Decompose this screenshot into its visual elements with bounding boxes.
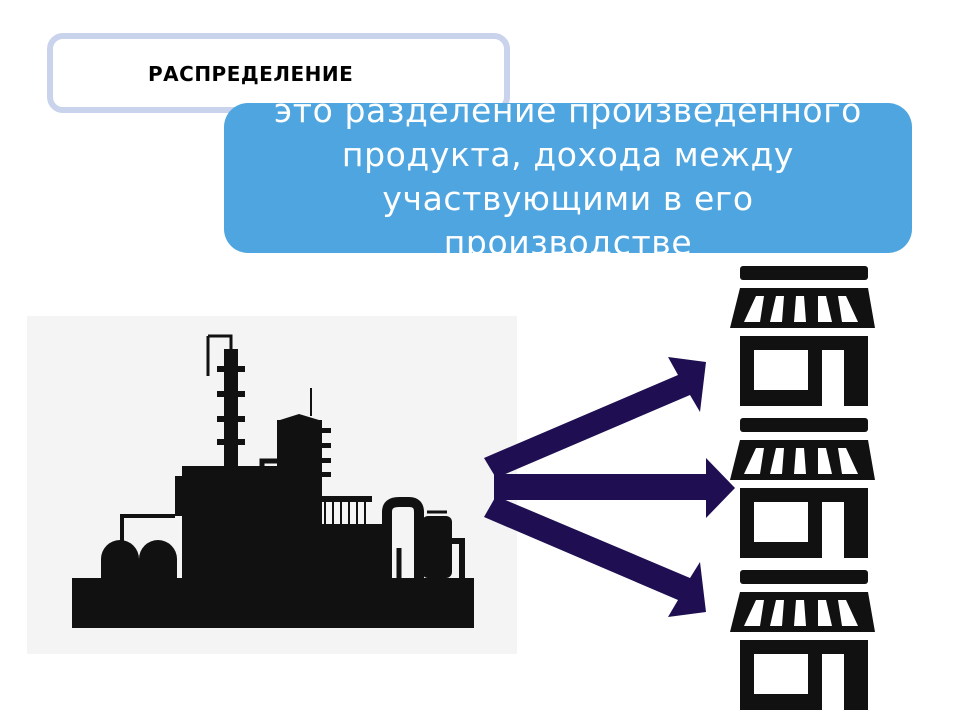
definition-line-2: продукта, дохода между xyxy=(341,135,795,174)
shop-icon xyxy=(730,570,875,710)
factory-icon xyxy=(72,334,474,628)
shop-icon xyxy=(730,266,875,406)
definition-line-4: производстве xyxy=(443,223,693,253)
arrow-up-right-icon xyxy=(484,357,706,478)
shop-icon xyxy=(730,418,875,558)
arrow-down-right-icon xyxy=(484,496,706,617)
arrow-right-icon xyxy=(494,458,735,518)
definition-line-1: это разделение произведенного xyxy=(274,103,862,130)
definition-text: это разделение произведенного продукта, … xyxy=(224,103,912,253)
definition-line-3: участвующими в его xyxy=(382,179,754,218)
definition-box: это разделение произведенного продукта, … xyxy=(224,103,912,253)
slide-title: РАСПРЕДЕЛЕНИЕ xyxy=(148,62,354,86)
